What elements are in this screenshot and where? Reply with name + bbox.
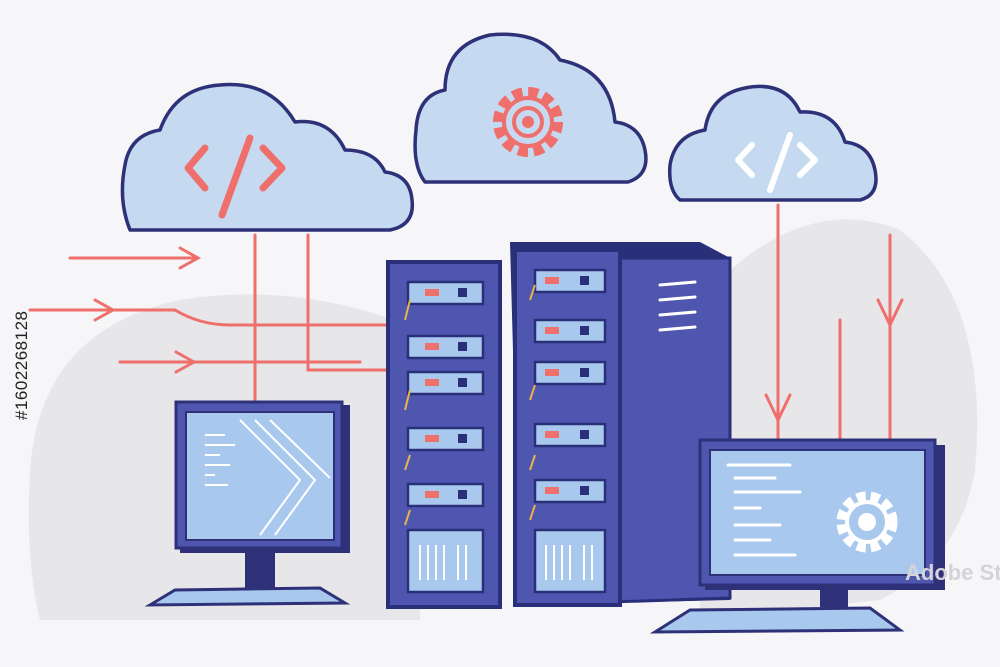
monitor-right <box>649 438 945 634</box>
code-icon <box>735 132 818 193</box>
cloud-center <box>413 32 648 184</box>
status-lights <box>425 277 559 498</box>
gear-icon <box>493 87 563 157</box>
stock-image-id: #1602268128 <box>12 310 31 420</box>
server-rack <box>386 242 732 609</box>
code-icon <box>184 134 286 219</box>
cloud-right <box>667 84 878 202</box>
connection-lines <box>28 203 904 442</box>
cloud-left <box>120 82 415 232</box>
gear-icon <box>836 491 898 553</box>
watermark-text: Adobe Stock <box>905 560 1000 585</box>
monitor-left <box>144 400 351 607</box>
